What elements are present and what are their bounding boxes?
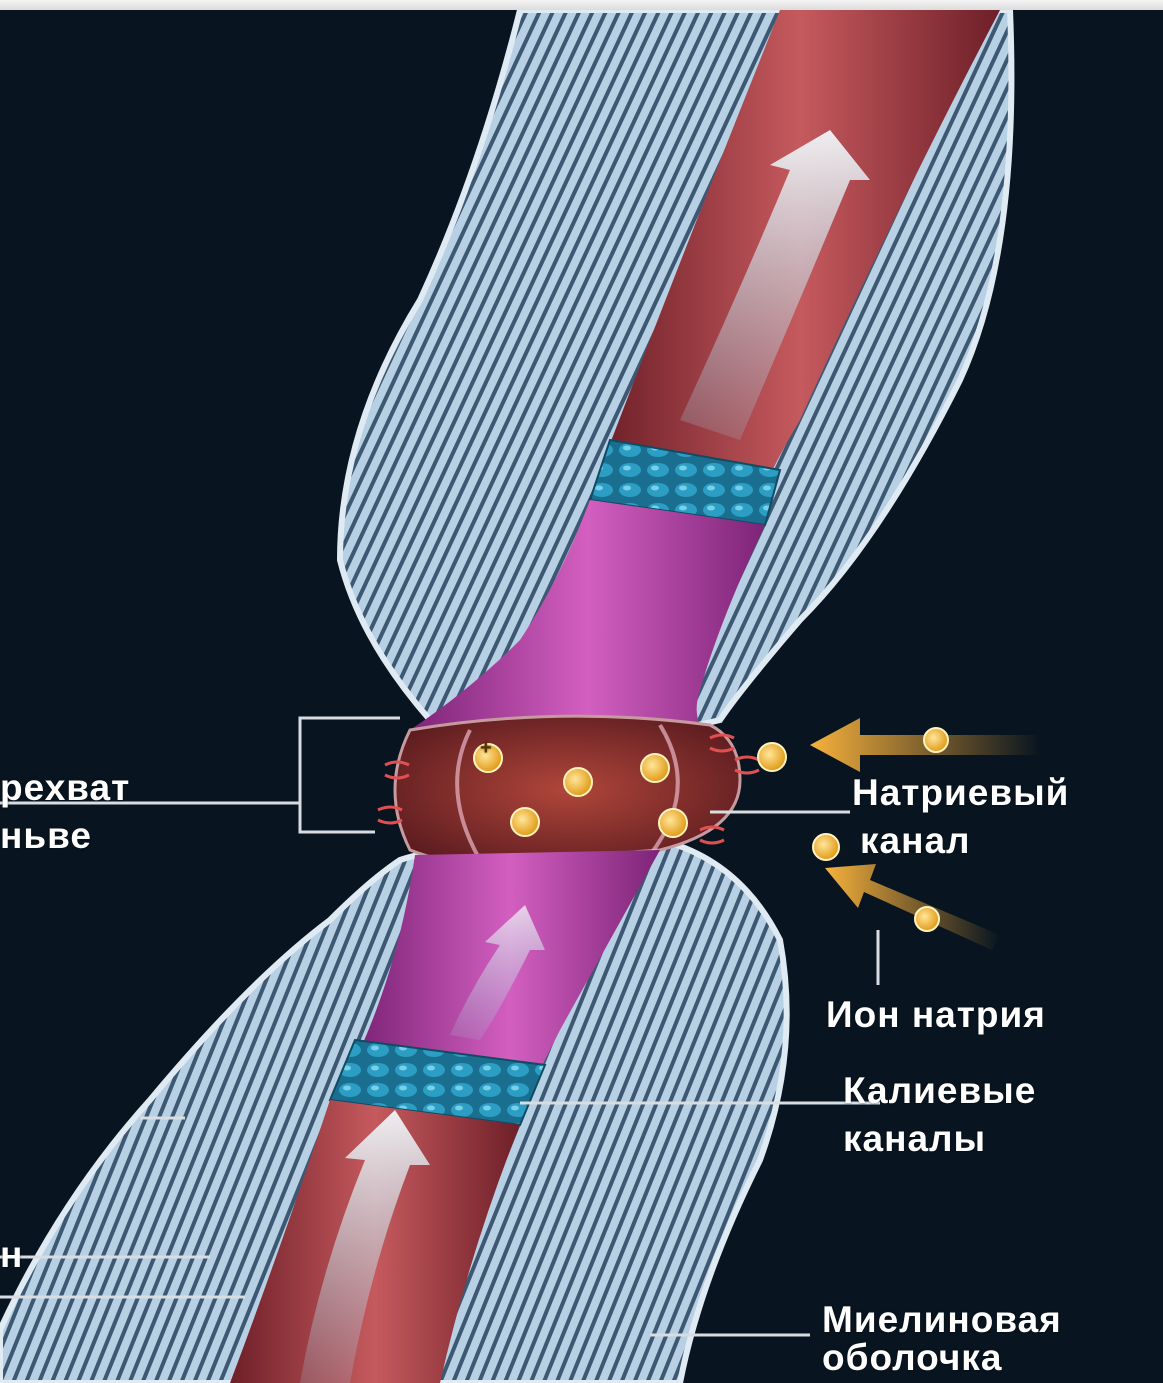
label-node-of-ranvier-line1: рехват — [0, 765, 130, 811]
label-myelin-sheath-line2: оболочка — [822, 1335, 1002, 1381]
ion-plus-sign: + — [480, 738, 493, 758]
label-sodium-ion: Ион натрия — [826, 992, 1046, 1038]
label-axon-partial: н — [0, 1232, 23, 1278]
label-sodium-channel-line2: канал — [860, 818, 971, 864]
diagram-canvas: + рехват ньве Натриевый канал Ион натрия… — [0, 10, 1163, 1383]
nerve-fiber-illustration — [0, 10, 1163, 1383]
label-node-of-ranvier-line2: ньве — [0, 813, 92, 859]
top-border-strip — [0, 0, 1163, 10]
label-potassium-channels-line2: каналы — [843, 1116, 986, 1162]
label-potassium-channels-line1: Калиевые — [843, 1068, 1036, 1114]
label-sodium-channel-line1: Натриевый — [852, 770, 1069, 816]
sodium-ion-arrow-lower — [825, 864, 1000, 950]
